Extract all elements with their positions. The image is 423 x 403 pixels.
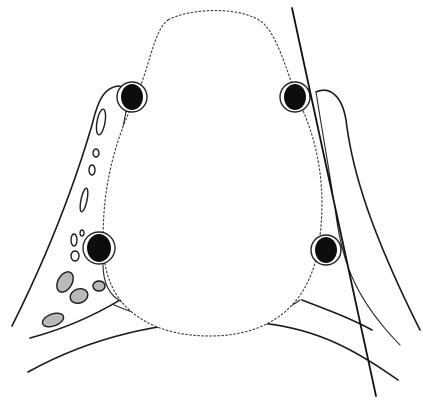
node-upper-right bbox=[280, 82, 310, 112]
right-band-outer-edge bbox=[316, 90, 420, 330]
left-band-nodules bbox=[41, 109, 108, 330]
node-upper-left bbox=[117, 82, 147, 112]
node-lower-right bbox=[311, 235, 341, 265]
right-band-inner-edge bbox=[316, 92, 400, 345]
central-organ bbox=[103, 11, 322, 337]
node-lower-left bbox=[83, 232, 115, 264]
